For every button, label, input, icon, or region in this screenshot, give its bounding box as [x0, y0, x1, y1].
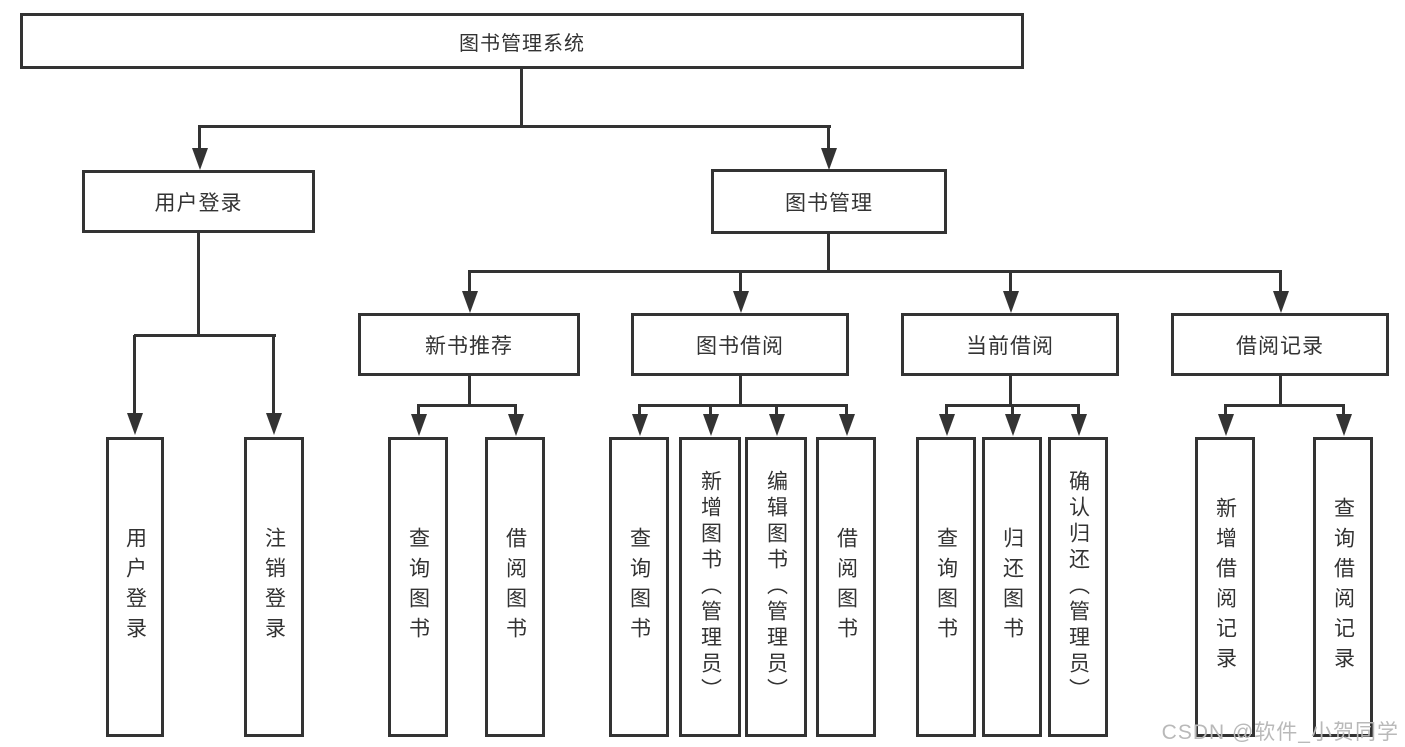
leaf-borrow-books-label: 借阅图书 [834, 527, 858, 647]
leaf-borrow-books-recommend-label: 借阅图书 [503, 527, 527, 647]
arrow-to-edit-book-admin [768, 406, 785, 436]
csdn-watermark: CSDN @软件_小贺同学 [1161, 721, 1399, 744]
connector-borrow-bar [638, 404, 848, 407]
arrow-to-borrow-record [1272, 271, 1289, 313]
arrow-to-book-management [820, 126, 837, 170]
arrow-to-user-login [191, 126, 208, 170]
node-library-management-system: 图书管理系统 [20, 13, 1024, 69]
leaf-query-books-borrow: 查询图书 [609, 437, 669, 737]
arrow-to-query-borrow-record [1335, 406, 1352, 436]
connector-root-bar [198, 125, 831, 128]
connector-user-login-stem [197, 233, 200, 335]
arrow-to-return-book [1004, 406, 1021, 436]
node-book-management: 图书管理 [711, 169, 947, 234]
leaf-query-borrow-record-label: 查询借阅记录 [1331, 497, 1355, 677]
connector-current-bar [945, 404, 1080, 407]
connector-recommend-stem [468, 376, 471, 406]
leaf-logout: 注销登录 [244, 437, 304, 737]
connector-borrow-stem [739, 376, 742, 406]
leaf-edit-book-admin: 编辑图书（管理员） [745, 437, 807, 737]
leaf-user-login-label: 用户登录 [123, 527, 147, 647]
arrow-to-confirm-return-admin [1070, 406, 1087, 436]
connector-book-mgmt-bar [468, 270, 1282, 273]
connector-record-stem [1279, 376, 1282, 406]
arrow-to-borrow-books-recommend [507, 406, 524, 436]
arrow-to-add-borrow-record [1217, 406, 1234, 436]
connector-record-bar [1224, 404, 1345, 407]
node-current-borrow: 当前借阅 [901, 313, 1119, 376]
connector-book-mgmt-stem [827, 234, 830, 271]
leaf-query-books-recommend-label: 查询图书 [406, 527, 430, 647]
arrow-to-book-borrow [732, 271, 749, 313]
leaf-query-books-current-label: 查询图书 [934, 527, 958, 647]
arrow-to-current-borrow [1002, 271, 1019, 313]
leaf-edit-book-admin-label: 编辑图书（管理员） [764, 470, 788, 704]
leaf-add-borrow-record-label: 新增借阅记录 [1213, 497, 1237, 677]
node-new-book-recommend: 新书推荐 [358, 313, 580, 376]
leaf-confirm-return-admin: 确认归还（管理员） [1048, 437, 1108, 737]
connector-root-stem [520, 69, 523, 127]
arrow-to-leaf-logout [265, 335, 282, 435]
leaf-confirm-return-admin-label: 确认归还（管理员） [1066, 470, 1090, 704]
leaf-add-book-admin-label: 新增图书（管理员） [698, 470, 722, 704]
node-book-borrow: 图书借阅 [631, 313, 849, 376]
leaf-query-borrow-record: 查询借阅记录 [1313, 437, 1373, 737]
leaf-logout-label: 注销登录 [262, 527, 286, 647]
node-user-login: 用户登录 [82, 170, 315, 233]
leaf-return-book-label: 归还图书 [1000, 527, 1024, 647]
leaf-borrow-books: 借阅图书 [816, 437, 876, 737]
connector-user-login-bar [134, 334, 276, 337]
leaf-query-books-current: 查询图书 [916, 437, 976, 737]
arrow-to-new-book-recommend [461, 271, 478, 313]
leaf-user-login: 用户登录 [106, 437, 164, 737]
arrow-to-add-book-admin [702, 406, 719, 436]
arrow-to-query-books-current [938, 406, 955, 436]
leaf-add-book-admin: 新增图书（管理员） [679, 437, 741, 737]
node-borrow-record: 借阅记录 [1171, 313, 1389, 376]
leaf-add-borrow-record: 新增借阅记录 [1195, 437, 1255, 737]
connector-recommend-bar [417, 404, 517, 407]
leaf-query-books-borrow-label: 查询图书 [627, 527, 651, 647]
leaf-query-books-recommend: 查询图书 [388, 437, 448, 737]
leaf-return-book: 归还图书 [982, 437, 1042, 737]
arrow-to-leaf-user-login [126, 335, 143, 435]
leaf-borrow-books-recommend: 借阅图书 [485, 437, 545, 737]
arrow-to-borrow-books [838, 406, 855, 436]
connector-current-stem [1009, 376, 1012, 406]
arrow-to-query-books-recommend [410, 406, 427, 436]
arrow-to-query-books-borrow [631, 406, 648, 436]
